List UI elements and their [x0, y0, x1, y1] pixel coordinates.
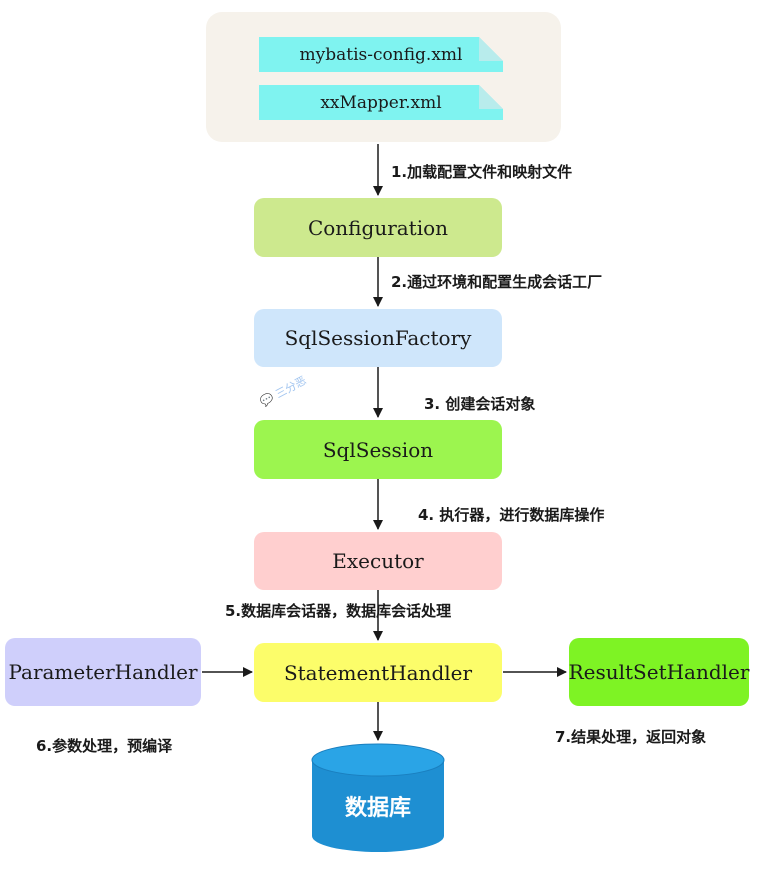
node-label: Executor	[332, 549, 424, 573]
step-7-label: 7.结果处理，返回对象	[555, 728, 707, 746]
node-label: SqlSessionFactory	[284, 326, 472, 350]
node-resultsethandler[interactable]: ResultSetHandler	[569, 638, 749, 706]
step-1-label: 1.加载配置文件和映射文件	[391, 163, 573, 181]
node-executor[interactable]: Executor	[254, 532, 502, 590]
step-5-label: 5.数据库会话器，数据库会话处理	[225, 602, 452, 620]
database-cylinder-icon[interactable]	[310, 742, 450, 854]
file-fold-icon	[479, 37, 503, 61]
step-3-label: 3. 创建会话对象	[424, 395, 536, 413]
step-6-label: 6.参数处理，预编译	[36, 737, 173, 755]
step-4-label: 4. 执行器，进行数据库操作	[418, 506, 605, 524]
node-sqlsessionfactory[interactable]: SqlSessionFactory	[254, 309, 502, 367]
node-label: SqlSession	[322, 437, 434, 462]
file-label: xxMapper.xml	[320, 92, 442, 113]
node-label: ResultSetHandler	[568, 660, 750, 684]
node-statementhandler[interactable]: StatementHandler	[254, 643, 502, 702]
node-sqlsession[interactable]: SqlSession	[254, 420, 502, 479]
node-parameterhandler[interactable]: ParameterHandler	[5, 638, 201, 706]
node-label: StatementHandler	[283, 660, 473, 685]
file-label: mybatis-config.xml	[299, 44, 463, 65]
file-xxmapper[interactable]: xxMapper.xml	[259, 85, 503, 120]
step-2-label: 2.通过环境和配置生成会话工厂	[391, 273, 603, 291]
node-label: ParameterHandler	[8, 660, 198, 684]
file-mybatis-config[interactable]: mybatis-config.xml	[259, 37, 503, 72]
node-configuration[interactable]: Configuration	[254, 198, 502, 257]
node-label: Configuration	[307, 215, 449, 240]
database-label: 数据库	[344, 796, 411, 821]
config-files-panel	[206, 12, 561, 142]
file-fold-icon	[479, 85, 503, 109]
